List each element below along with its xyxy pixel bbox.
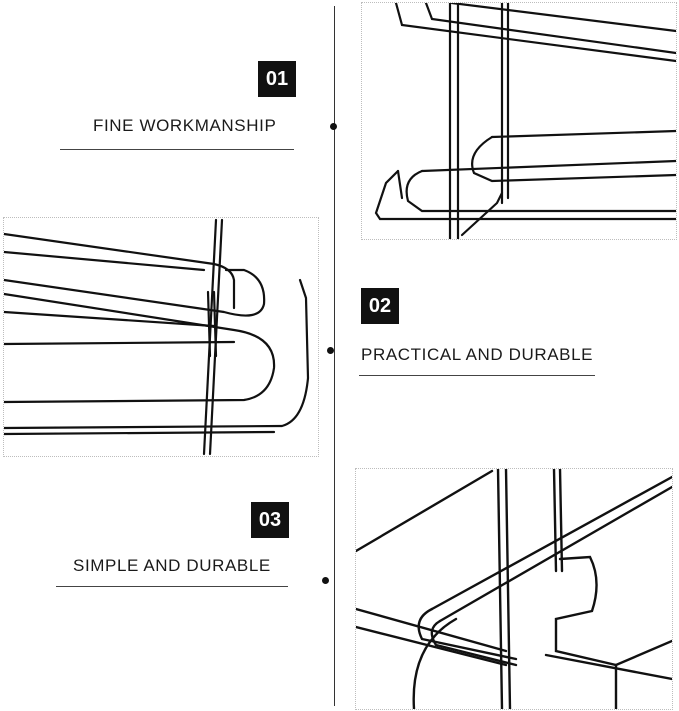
feature-2-underline — [359, 375, 595, 376]
feature-3-label: SIMPLE AND DURABLE — [73, 556, 271, 575]
feature-1-underline — [60, 149, 294, 150]
feature-2-timeline-dot — [327, 347, 334, 354]
feature-3-underline — [56, 586, 288, 587]
feature-1-timeline-dot — [330, 123, 337, 130]
rack-photo-practical — [3, 217, 319, 457]
feature-1-number-badge: 01 — [258, 61, 296, 97]
feature-2-number-badge: 02 — [361, 288, 399, 324]
feature-1-label: FINE WORKMANSHIP — [93, 116, 277, 135]
rack-photo-simple — [355, 468, 673, 710]
rack-photo-workmanship — [361, 2, 677, 240]
feature-2-label: PRACTICAL AND DURABLE — [361, 345, 594, 364]
timeline-line — [334, 6, 335, 706]
feature-3-timeline-dot — [322, 577, 329, 584]
feature-3-number-badge: 03 — [251, 502, 289, 538]
